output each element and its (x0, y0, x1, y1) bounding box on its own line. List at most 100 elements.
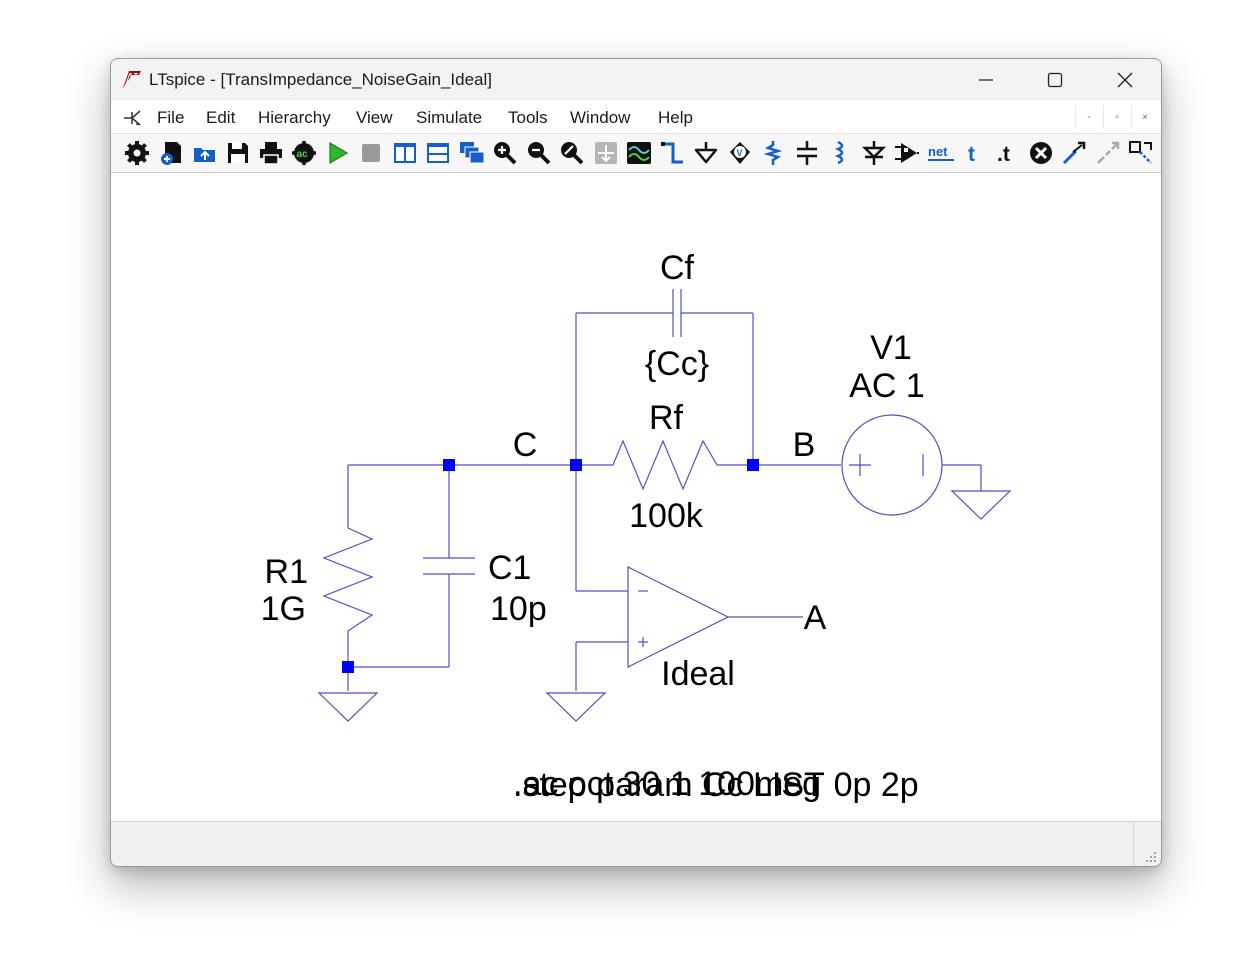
menu-help[interactable]: Help (658, 108, 693, 127)
new-schematic-icon (161, 142, 181, 165)
spice-directive-step-line[interactable]: .step param Cc LIST 0p 2p (513, 766, 919, 804)
close-button[interactable] (1090, 59, 1160, 101)
spice-directive-ac[interactable]: .ac oct 30 1 100meg (513, 765, 821, 803)
r1-value-label[interactable]: 1G (261, 590, 306, 628)
zoom-in-button[interactable] (490, 138, 520, 168)
c1-value-label[interactable]: 10p (490, 590, 547, 628)
control-panel-icon (125, 141, 149, 165)
net-label-a[interactable]: A (804, 599, 827, 637)
menu-file[interactable]: File (157, 108, 185, 127)
menu-window[interactable]: Window (570, 108, 631, 127)
draw-wire-button[interactable] (658, 138, 688, 168)
capacitor-button[interactable] (792, 138, 822, 168)
menu-simulate[interactable]: Simulate (416, 108, 483, 127)
rf-name-label[interactable]: Rf (649, 399, 684, 437)
move-button[interactable] (1093, 138, 1123, 168)
component-icon (895, 143, 919, 163)
inductor-button[interactable] (825, 138, 855, 168)
ground-icon (694, 142, 718, 164)
wires[interactable] (347, 312, 982, 691)
resistor-button[interactable] (758, 138, 788, 168)
schematic-drawing[interactable]: Cf {Cc} Rf 100k C B A V1 AC 1 R1 1G C1 1… (111, 173, 1161, 821)
ground-symbol-v1[interactable] (950, 490, 1012, 520)
text-icon: t (968, 143, 975, 166)
cf-name-label[interactable]: Cf (660, 249, 695, 287)
opamp-ideal[interactable] (627, 566, 730, 668)
maximize-button[interactable] (1020, 59, 1090, 101)
junction-dot (342, 661, 354, 673)
open-button[interactable] (190, 138, 220, 168)
edit-simulation-cmd-button[interactable]: ac (289, 138, 319, 168)
status-bar (111, 821, 1161, 866)
drag-icon (1129, 141, 1152, 164)
waveform-button[interactable] (624, 138, 654, 168)
cascade-button[interactable] (457, 138, 487, 168)
drag-button[interactable] (1126, 138, 1156, 168)
zoom-out-button[interactable] (524, 138, 554, 168)
run-icon (329, 141, 349, 165)
schematic-doc-icon[interactable] (121, 106, 143, 128)
tile-horizontal-button[interactable] (423, 138, 453, 168)
ground-symbol-opamp[interactable] (545, 692, 607, 722)
draw-wire-icon (661, 142, 683, 164)
ground-symbol-r1[interactable] (317, 692, 379, 722)
v1-value-label[interactable]: AC 1 (849, 367, 925, 405)
menu-bar: File Edit Hierarchy View Simulate Tools … (111, 101, 1161, 134)
r1-name-label[interactable]: R1 (265, 553, 308, 591)
netlist-button[interactable]: net (926, 138, 956, 168)
autorange-button[interactable] (591, 138, 621, 168)
schematic-canvas[interactable]: Cf {Cc} Rf 100k C B A V1 AC 1 R1 1G C1 1… (111, 173, 1161, 821)
menu-tools[interactable]: Tools (508, 108, 548, 127)
text-button[interactable]: t (959, 138, 989, 168)
c1-name-label[interactable]: C1 (488, 549, 531, 587)
print-button[interactable] (256, 138, 286, 168)
rf-value-label[interactable]: 100k (629, 497, 704, 535)
svg-text:V: V (737, 148, 743, 158)
new-schematic-button[interactable] (156, 138, 186, 168)
ground-button[interactable] (691, 138, 721, 168)
save-button[interactable] (223, 138, 253, 168)
voltage-source-v1[interactable] (841, 414, 943, 516)
ltspice-logo-icon: LT (123, 71, 141, 88)
spice-directive-icon: .t (997, 143, 1010, 166)
halt-button[interactable] (356, 138, 386, 168)
junction-dot (747, 459, 759, 471)
menu-hierarchy[interactable]: Hierarchy (258, 108, 331, 127)
move-icon (1097, 141, 1120, 164)
cascade-icon (460, 142, 485, 164)
menu-edit[interactable]: Edit (206, 108, 236, 127)
component-button[interactable] (892, 138, 922, 168)
mdi-restore-button[interactable]: ▫ (1103, 105, 1130, 129)
resize-grip-icon[interactable] (1145, 851, 1157, 863)
capacitor-c1[interactable] (423, 557, 475, 575)
label-net-button[interactable]: V (725, 138, 755, 168)
tile-vertical-button[interactable] (390, 138, 420, 168)
status-divider (1133, 822, 1134, 866)
control-panel-button[interactable] (122, 138, 152, 168)
duplicate-button[interactable] (1059, 138, 1089, 168)
diode-button[interactable] (859, 138, 889, 168)
zoom-out-icon (528, 142, 551, 165)
minimize-icon (979, 79, 993, 81)
delete-icon (1030, 142, 1052, 164)
net-label-b[interactable]: B (793, 426, 816, 464)
delete-button[interactable] (1026, 138, 1056, 168)
run-button[interactable] (323, 138, 353, 168)
mdi-minimize-button[interactable]: - (1075, 105, 1102, 129)
capacitor-cf[interactable] (672, 289, 682, 337)
halt-icon (362, 144, 380, 162)
opamp-value-label[interactable]: Ideal (661, 655, 735, 693)
cf-value-label[interactable]: {Cc} (645, 345, 709, 383)
net-label-c[interactable]: C (513, 426, 538, 464)
menu-view[interactable]: View (356, 108, 393, 127)
spice-directive-button[interactable]: .t (992, 138, 1022, 168)
toolbar: ac (111, 134, 1161, 173)
v1-name-label[interactable]: V1 (870, 329, 912, 367)
resistor-r1[interactable] (322, 527, 374, 632)
mdi-close-button[interactable]: × (1131, 105, 1158, 129)
resistor-rf[interactable] (612, 439, 718, 491)
minimize-button[interactable] (951, 59, 1021, 101)
title-bar[interactable]: LT LTspice - [TransImpedance_NoiseGain_I… (111, 59, 1161, 101)
zoom-fit-button[interactable] (557, 138, 587, 168)
svg-text:t: t (968, 143, 975, 166)
